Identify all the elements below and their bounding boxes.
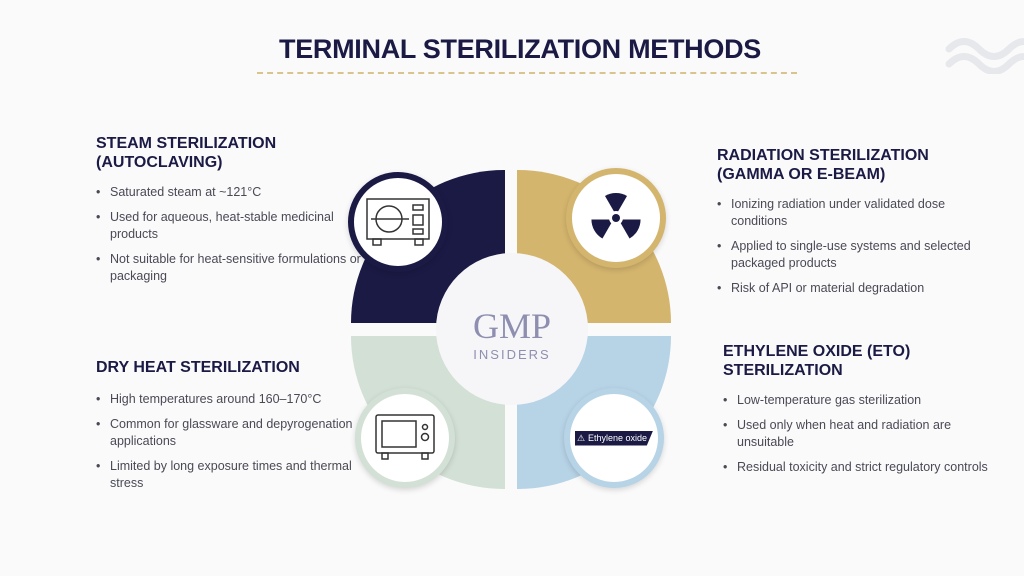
wave-decoration-icon [945, 38, 1024, 74]
page-title: TERMINAL STERILIZATION METHODS [279, 34, 761, 64]
autoclave-icon [348, 172, 448, 272]
bullet: High temperatures around 160–170°C [96, 391, 366, 408]
bullet: Used for aqueous, heat-stable medicinal … [96, 209, 366, 243]
bullet: Not suitable for heat-sensitive formulat… [96, 251, 366, 285]
bullet: Residual toxicity and strict regulatory … [723, 459, 1003, 476]
oven-icon [355, 388, 455, 488]
section-radiation: RADIATION STERILIZATION (GAMMA OR E-BEAM… [717, 146, 987, 305]
bullet: Risk of API or material degradation [717, 280, 987, 297]
logo-sub: INSIDERS [473, 346, 551, 362]
radiation-icon [566, 168, 666, 268]
section-steam: STEAM STERILIZATION (AUTOCLAVING) Satura… [96, 134, 366, 293]
bullet: Common for glassware and depyrogenation … [96, 416, 366, 450]
section-title: RADIATION STERILIZATION (GAMMA OR E-BEAM… [717, 147, 929, 183]
bullet: Used only when heat and radiation are un… [723, 417, 1003, 451]
bullet: Applied to single-use systems and select… [717, 238, 987, 272]
warning-triangle-icon: ⚠ [576, 432, 586, 443]
section-title: ETHYLENE OXIDE (ETO) STERILIZATION [723, 343, 911, 379]
bullet: Limited by long exposure times and therm… [96, 458, 366, 492]
logo: GMP INSIDERS [436, 253, 588, 405]
section-dry-heat: DRY HEAT STERILIZATION High temperatures… [96, 358, 366, 500]
title-divider [257, 72, 797, 74]
bullet: Saturated steam at ~121°C [96, 184, 366, 201]
section-title: STEAM STERILIZATION (AUTOCLAVING) [96, 135, 277, 171]
section-title: DRY HEAT STERILIZATION [96, 359, 300, 376]
eto-label: Ethylene oxide [588, 433, 648, 443]
section-eto: ETHYLENE OXIDE (ETO) STERILIZATION Low-t… [723, 342, 1003, 484]
bullet: Low-temperature gas sterilization [723, 392, 1003, 409]
logo-main: GMP [472, 305, 552, 346]
bullet: Ionizing radiation under validated dose … [717, 196, 987, 230]
ethylene-oxide-label-icon: ⚠ Ethylene oxide [564, 388, 664, 488]
